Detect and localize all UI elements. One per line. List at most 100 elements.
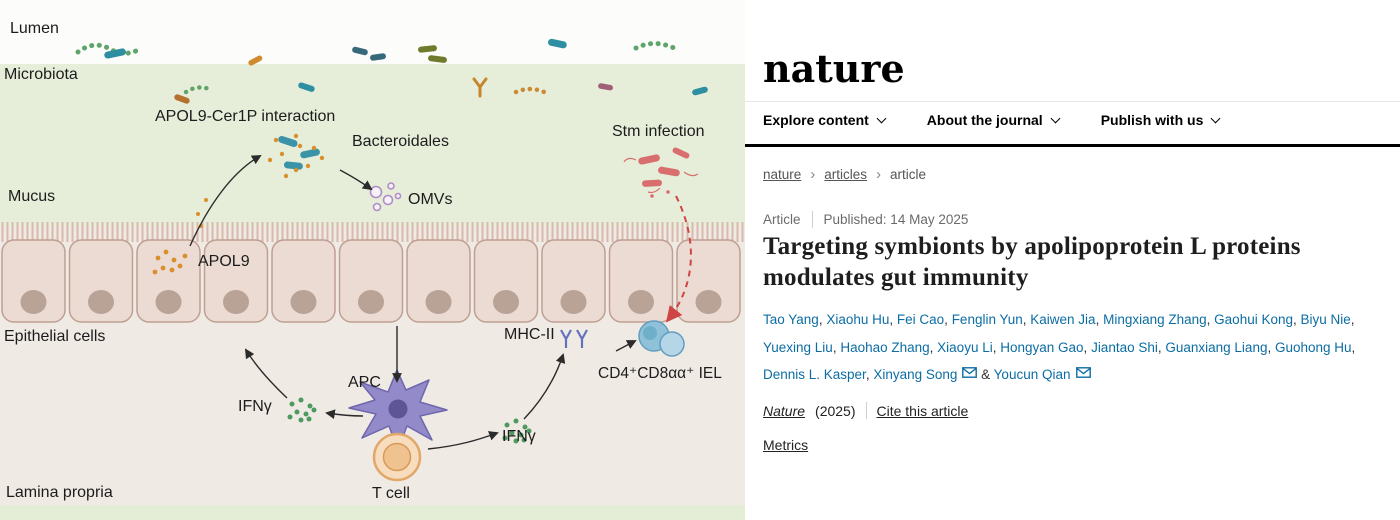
author-link[interactable]: Haohao Zhang (840, 339, 930, 355)
journal-year: (2025) (815, 402, 856, 419)
epithelial-cell (406, 239, 471, 323)
author-list: Tao Yang, Xiaohu Hu, Fei Cao, Fenglin Yu… (763, 312, 1356, 383)
figure-panel: Lumen Microbiota APOL9-Cer1P interaction… (0, 20, 745, 520)
label-bacteroidales: Bacteroidales (352, 133, 449, 150)
process-arrows (189, 155, 637, 450)
cell-nucleus (88, 290, 114, 314)
email-icon[interactable] (962, 367, 978, 379)
cell-nucleus (695, 290, 722, 314)
label-stm-infection: Stm infection (612, 123, 705, 140)
author-link[interactable]: Xiaoyu Li (937, 339, 993, 355)
label-iel: CD4⁺CD8αα⁺ IEL (598, 365, 722, 382)
epithelial-cell (676, 239, 741, 323)
author-link[interactable]: Gaohui Kong (1214, 312, 1293, 327)
ifng-dots-left (287, 397, 317, 423)
breadcrumb-articles[interactable]: articles (824, 167, 868, 182)
label-ifng-right: IFNγ (502, 428, 536, 445)
epithelial-cell (1, 239, 66, 323)
chevron-right-icon: › (876, 166, 882, 183)
label-microbiota: Microbiota (4, 66, 78, 83)
cell-nucleus (223, 290, 249, 314)
cell-nucleus (560, 290, 587, 314)
top-navigation: Explore content About the journal Publis… (763, 112, 1221, 128)
label-apc: APC (348, 374, 381, 391)
epithelial-cell (271, 239, 336, 323)
nav-explore-content[interactable]: Explore content (763, 112, 887, 128)
cell-nucleus (425, 290, 452, 314)
label-ifng-left: IFNγ (238, 398, 272, 415)
label-lumen: Lumen (10, 20, 59, 37)
author-link[interactable]: Fenglin Yun (951, 312, 1023, 327)
author-link[interactable]: Guohong Hu (1274, 339, 1352, 355)
author-link[interactable]: Guanxiang Liang (1165, 339, 1268, 355)
author-link[interactable]: Xinyang Song (873, 367, 958, 383)
author-link[interactable]: Tao Yang (763, 312, 819, 327)
metrics-row: Metrics (763, 437, 808, 453)
mucus-background (0, 64, 745, 226)
header-divider (745, 101, 1400, 102)
nature-logo[interactable]: nature (763, 46, 905, 91)
article-meta: Article Published: 14 May 2025 (763, 211, 968, 228)
cell-nucleus (358, 290, 384, 314)
author-link[interactable]: Xiaohu Hu (826, 312, 890, 327)
author-link[interactable]: Fei Cao (896, 312, 945, 327)
epithelial-cell-row (1, 239, 741, 323)
figure-illustration (0, 38, 745, 520)
label-omvs: OMVs (408, 191, 453, 208)
cell-nucleus (155, 290, 182, 314)
omv-vesicles (369, 182, 402, 212)
author-link[interactable]: Biyu Nie (1300, 312, 1351, 327)
cell-nucleus (493, 290, 519, 314)
label-mhc-ii: MHC-II (504, 326, 555, 343)
mhc2-icons (560, 329, 588, 348)
brush-border (0, 222, 745, 242)
apol9-cer1p-cluster (267, 133, 325, 179)
metrics-link[interactable]: Metrics (763, 437, 809, 453)
nav-publish-with-us[interactable]: Publish with us (1101, 112, 1221, 128)
article-type: Article (763, 212, 801, 227)
t-cell (372, 432, 422, 482)
site-panel: nature Explore content About the journal… (745, 0, 1400, 520)
breadcrumb: nature › articles › article (763, 166, 926, 183)
meta-divider (811, 211, 813, 228)
nav-about-the-journal[interactable]: About the journal (927, 112, 1061, 128)
label-mucus: Mucus (8, 188, 56, 205)
author-link[interactable]: Kaiwen Jia (1030, 312, 1096, 327)
chevron-down-icon (1050, 113, 1061, 123)
iel-cell (638, 320, 685, 357)
article-title: Targeting symbionts by apolipoprotein L … (763, 233, 1301, 291)
label-apol9-cer1p: APOL9-Cer1P interaction (155, 108, 336, 125)
label-epithelial-cells: Epithelial cells (4, 328, 106, 345)
epithelial-cell (203, 239, 269, 323)
nav-rule (745, 144, 1400, 147)
citation-row: Nature (2025) Cite this article (763, 402, 968, 419)
breadcrumb-nature[interactable]: nature (763, 167, 802, 182)
author-link[interactable]: Youcun Qian (993, 367, 1071, 383)
author-link[interactable]: Yuexing Liu (763, 339, 833, 355)
published-date: Published: 14 May 2025 (823, 212, 969, 227)
epithelial-cell (136, 239, 201, 323)
label-apol9: APOL9 (198, 253, 250, 270)
chevron-down-icon (876, 113, 887, 123)
microbiota-bacteria (75, 38, 708, 104)
epithelial-cell (473, 239, 539, 323)
ifng-dots-right (502, 418, 532, 444)
author-link[interactable]: Hongyan Gao (1000, 339, 1084, 355)
bottom-strip (0, 505, 745, 520)
journal-link[interactable]: Nature (763, 402, 806, 419)
cite-divider (865, 402, 867, 419)
cell-nucleus (20, 290, 47, 314)
author-link[interactable]: Dennis L. Kasper (763, 367, 866, 383)
apc-cell (348, 369, 448, 451)
stm-bacteria (623, 147, 699, 198)
epithelial-cell (608, 239, 674, 323)
epithelial-cell (338, 239, 404, 323)
email-icon[interactable] (1075, 367, 1091, 379)
epithelial-cell (541, 239, 606, 323)
author-link[interactable]: Mingxiang Zhang (1103, 312, 1207, 327)
author-link[interactable]: Jiantao Shi (1091, 339, 1158, 355)
stm-to-iel-arrow (666, 195, 692, 323)
cite-this-article-link[interactable]: Cite this article (876, 402, 969, 419)
chevron-right-icon: › (810, 166, 816, 183)
